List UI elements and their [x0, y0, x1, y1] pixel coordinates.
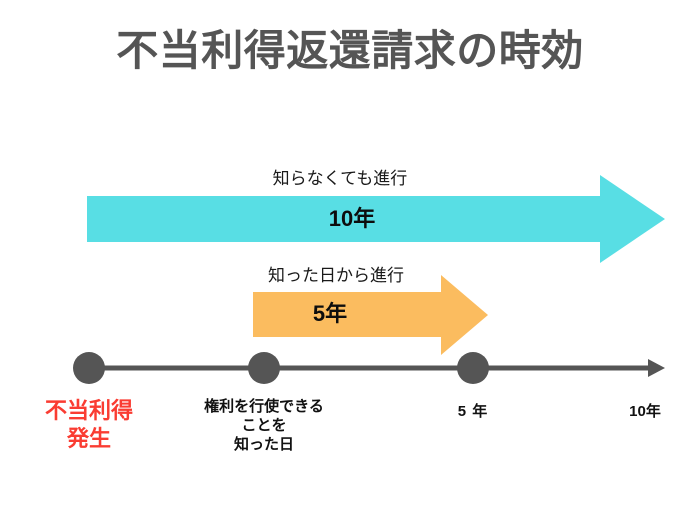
timeline-dot-five-years [457, 352, 489, 384]
timeline-label-ten-years: 10年 [629, 403, 661, 420]
five-year-arrow-caption: 知った日から進行 [268, 266, 404, 285]
timeline-dot-date-of-knowledge [248, 352, 280, 384]
timeline-label-date-of-knowledge: 権利を行使できる ことを 知った日 [174, 398, 354, 454]
five-year-arrow-value: 5年 [312, 301, 348, 326]
timeline-label-five-years: 5 年 [457, 403, 489, 420]
timeline-label-unjust-enrichment: 不当利得 発生 [9, 397, 169, 452]
ten-year-arrow-caption: 知らなくても進行 [272, 169, 408, 188]
timeline-arrowhead-icon [648, 359, 665, 377]
timeline-dot-unjust-enrichment [73, 352, 105, 384]
five-year-arrow-shape [253, 275, 488, 355]
timeline-label-date-of-knowledge-line2: ことを [241, 416, 287, 434]
timeline-label-unjust-enrichment-line2: 発生 [66, 425, 111, 451]
ten-year-arrow-shape [87, 175, 665, 263]
page-title: 不当利得返還請求の時効 [116, 27, 584, 74]
timeline-label-date-of-knowledge-line1: 権利を行使できる [204, 398, 324, 415]
timeline-label-date-of-knowledge-line3: 知った日 [233, 435, 294, 453]
ten-year-arrow-value: 10年 [328, 206, 376, 231]
timeline-label-unjust-enrichment-line1: 不当利得 [44, 398, 133, 423]
